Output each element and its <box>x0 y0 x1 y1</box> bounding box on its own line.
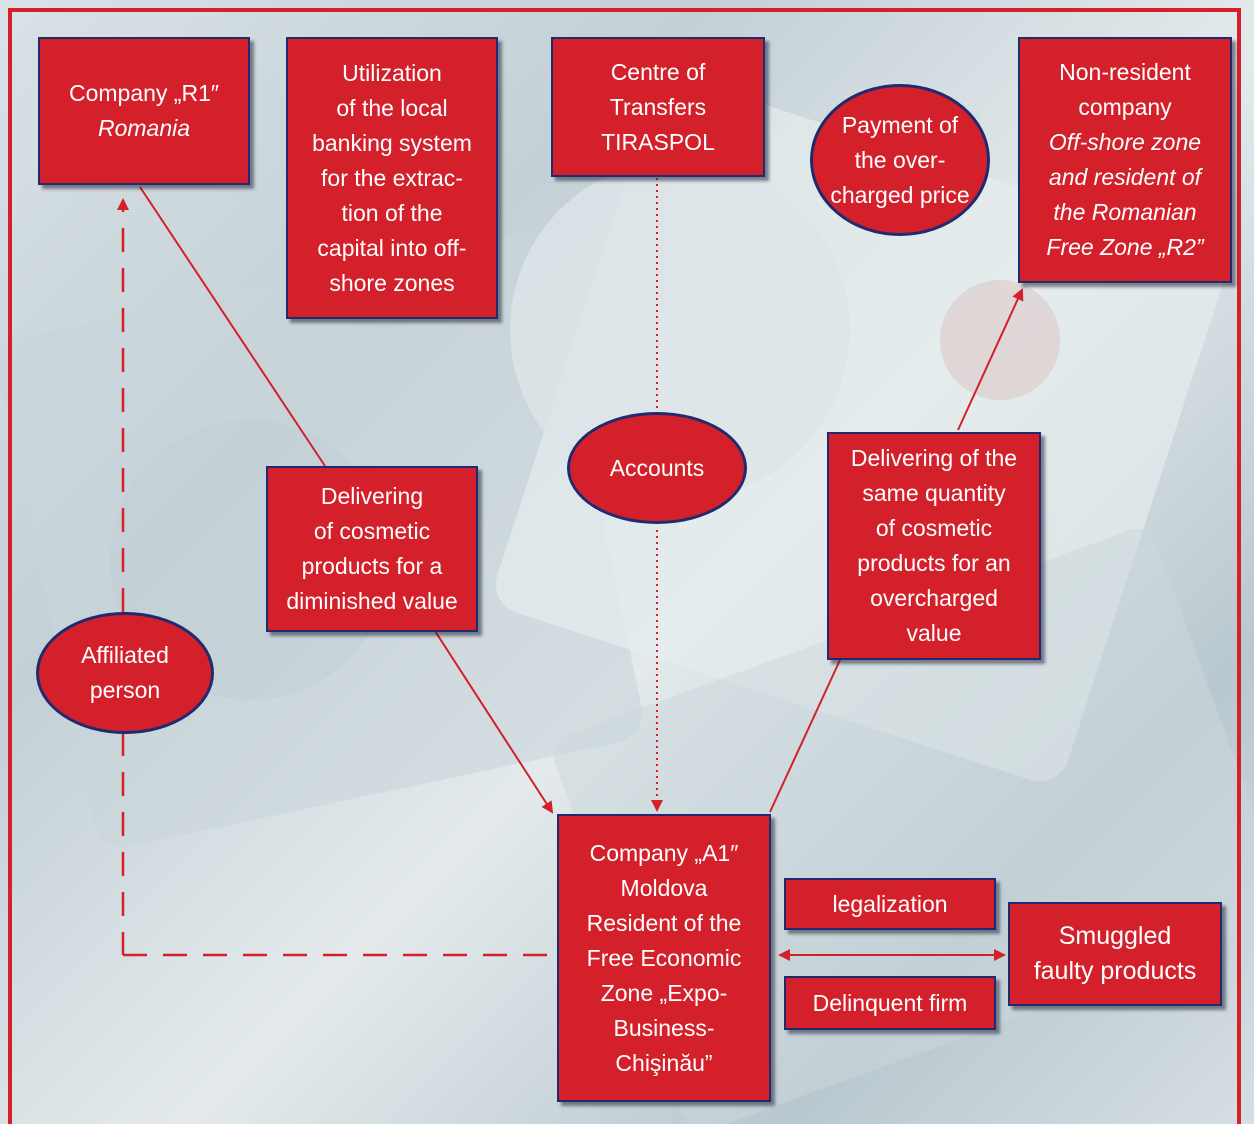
banking-system-box: Utilization of the local banking system … <box>286 37 498 319</box>
delivering-overcharged-line: products for an <box>857 550 1011 576</box>
banking-line: Utilization <box>342 59 442 86</box>
payment-ellipse: Payment of the over- charged price <box>810 84 990 236</box>
company-a1-box: Company „A1″ Moldova Resident of the Fre… <box>557 814 771 1102</box>
delivering-diminished-line: diminished value <box>286 588 458 614</box>
payment-line: Payment of <box>841 111 959 138</box>
company-r1-country: Romania <box>97 115 191 141</box>
tiraspol-line: Centre of <box>610 58 706 85</box>
company-r1-title: Company „R1″ <box>68 80 220 106</box>
company-r1-box: Company „R1″ Romania <box>38 37 250 185</box>
diagram-frame <box>8 8 1241 1124</box>
legalization-label: legalization <box>832 890 948 917</box>
banking-line: banking system <box>312 129 472 156</box>
delivering-diminished-line: Delivering <box>320 483 424 509</box>
accounts-ellipse: Accounts <box>567 412 747 524</box>
delivering-overcharged-line: Delivering of the <box>850 445 1018 471</box>
banking-line: of the local <box>336 94 448 121</box>
arrow-delivering-to-nonresident <box>957 288 1024 431</box>
company-a1-line: Resident of the <box>586 909 742 936</box>
nonresident-title: Non-resident <box>1059 59 1191 85</box>
affiliated-line: Affiliated <box>81 642 169 668</box>
nonresident-detail: Free Zone „R2” <box>1046 234 1204 260</box>
company-a1-line: Free Economic <box>586 944 742 971</box>
smuggled-line: Smuggled <box>1058 922 1172 950</box>
company-a1-line: Company „A1″ <box>589 839 739 866</box>
payment-line: the over- <box>854 146 946 173</box>
smuggled-line: faulty products <box>1033 957 1197 985</box>
banking-line: tion of the <box>341 199 443 226</box>
company-a1-line: Zone „Expo- <box>600 979 728 1006</box>
banking-line: capital into off- <box>317 234 467 261</box>
line-a1-to-delivering-overcharged <box>769 659 841 813</box>
legalization-box: legalization <box>784 878 996 930</box>
company-a1-line: Business- <box>613 1014 715 1041</box>
nonresident-company-box: Non-resident company Off-shore zone and … <box>1018 37 1232 283</box>
tiraspol-centre-box: Centre of Transfers TIRASPOL <box>551 37 765 177</box>
delivering-diminished-line: of cosmetic <box>313 518 431 544</box>
smuggled-products-box: Smuggled faulty products <box>1008 902 1222 1006</box>
company-a1-line: Chişinău” <box>615 1049 713 1076</box>
banking-line: for the extrac- <box>321 164 463 191</box>
nonresident-detail: and resident of <box>1048 164 1202 190</box>
delivering-diminished-box: Delivering of cosmetic products for a di… <box>266 466 478 632</box>
nonresident-subtitle: company <box>1078 94 1172 120</box>
tiraspol-line: TIRASPOL <box>601 128 715 155</box>
line-r1-to-delivering <box>139 186 326 467</box>
company-a1-line: Moldova <box>620 874 708 901</box>
banking-line: shore zones <box>329 269 455 296</box>
delivering-overcharged-box: Delivering of the same quantity of cosme… <box>827 432 1041 660</box>
delinquent-label: Delinquent firm <box>812 989 968 1016</box>
payment-line: charged price <box>830 181 970 208</box>
affiliated-line: person <box>89 677 161 703</box>
delivering-overcharged-line: of cosmetic <box>875 515 993 541</box>
delivering-overcharged-line: same quantity <box>862 480 1006 506</box>
accounts-label: Accounts <box>609 454 705 481</box>
delinquent-firm-box: Delinquent firm <box>784 976 996 1030</box>
delivering-overcharged-line: value <box>906 620 962 646</box>
delivering-overcharged-line: overcharged <box>870 585 998 611</box>
nonresident-detail: the Romanian <box>1053 199 1197 225</box>
nonresident-detail: Off-shore zone <box>1048 129 1202 155</box>
affiliated-person-ellipse: Affiliated person <box>36 612 214 734</box>
delivering-diminished-line: products for a <box>301 553 443 579</box>
arrow-delivering-to-a1 <box>434 630 554 814</box>
tiraspol-line: Transfers <box>609 93 707 120</box>
